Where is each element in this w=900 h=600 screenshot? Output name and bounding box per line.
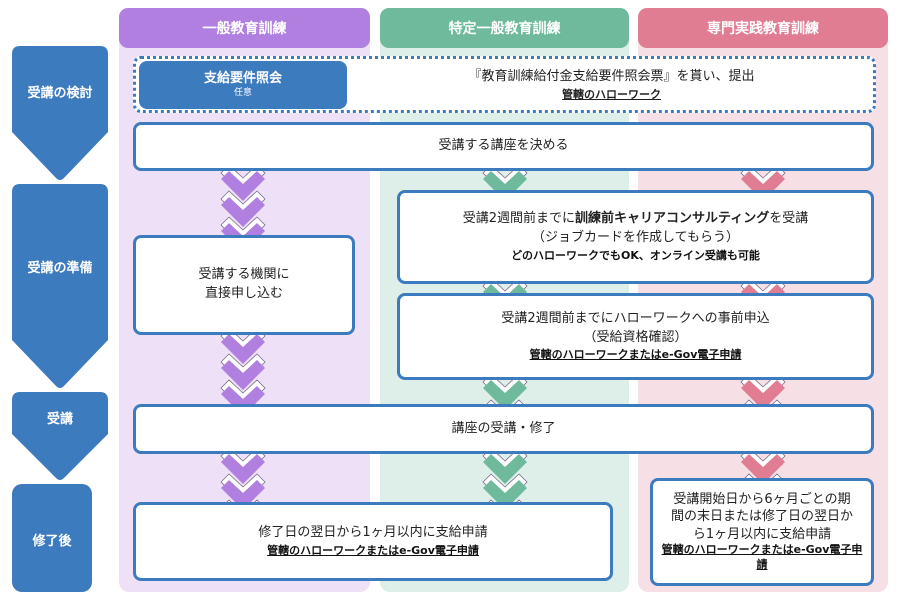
- chevron-fill: [221, 360, 265, 390]
- decide-course-step: 受講する講座を決める: [133, 122, 874, 171]
- professional-claim-step: 受講開始日から6ヶ月ごとの期 間の末日または修了日の翌日か ら1ヶ月以内に支給申…: [650, 478, 874, 586]
- inquiry-form-step: 『教育訓練給付金支給要件照会票』を貰い、提出 管轄のハローワーク: [347, 61, 876, 109]
- down-chevron-icon: [740, 380, 786, 405]
- professional-claim-line1: 受講開始日から6ヶ月ごとの期: [673, 491, 851, 507]
- column-header-specific: 特定一般教育訓練: [380, 8, 629, 48]
- column-header-general: 一般教育訓練: [119, 8, 370, 48]
- career-consulting-step: 受講2週間前までに訓練前キャリアコンサルティングを受講 （ジョブカードを作成して…: [397, 190, 874, 284]
- benefit-claim-step: 修了日の翌日から1ヶ月以内に支給申請 管轄のハローワークまたはe-Gov電子申請: [133, 502, 613, 581]
- chevron-fill: [221, 223, 265, 236]
- chevron-fill: [221, 171, 265, 201]
- stage-after: 修了後: [12, 484, 108, 592]
- career-consulting-note: どのハローワークでもOK、オンライン受講も可能: [511, 248, 760, 262]
- chevron-fill: [221, 197, 265, 227]
- benefit-eligibility-inquiry: 支給要件照会 任意: [139, 61, 347, 109]
- stage-arrow-shape: [12, 184, 108, 388]
- chevron-fill: [483, 380, 527, 405]
- professional-claim-line3: ら1ヶ月以内に支給申請: [692, 526, 832, 542]
- chevron-fill: [221, 454, 265, 484]
- chevron-outline: [482, 473, 528, 503]
- stage-attend: 受講: [12, 392, 108, 482]
- attend-course-step: 講座の受講・修了: [133, 404, 874, 454]
- apply-to-institution-step: 受講する機関に 直接申し込む: [133, 235, 355, 335]
- decide-course-text: 受講する講座を決める: [438, 138, 569, 154]
- column-header-professional: 専門実践教育訓練: [638, 8, 888, 48]
- inquiry-form-text: 『教育訓練給付金支給要件照会票』を貰い、提出: [468, 68, 755, 84]
- chevron-fill: [221, 480, 265, 503]
- pre-application-note: 管轄のハローワークまたはe-Gov電子申請: [529, 348, 742, 362]
- inquiry-form-location: 管轄のハローワーク: [562, 87, 661, 101]
- chevron-fill: [741, 284, 785, 294]
- career-consulting-line1: 受講2週間前までに訓練前キャリアコンサルティングを受講: [463, 210, 809, 229]
- down-chevron-icon: [220, 454, 266, 503]
- inquiry-optional-note: 任意: [233, 88, 252, 99]
- chevron-fill: [741, 380, 785, 405]
- stage-label: 受講の準備: [27, 261, 93, 276]
- attend-course-text: 講座の受講・修了: [451, 420, 556, 436]
- career-consulting-prefix: 受講2週間前までに: [462, 211, 576, 227]
- chevron-fill: [741, 454, 785, 479]
- stage-label: 受講の検討: [27, 86, 93, 101]
- stage-label: 受講: [46, 412, 73, 427]
- apply-institution-line2: 直接申し込む: [204, 286, 283, 301]
- chevron-fill: [221, 386, 265, 405]
- down-chevron-icon: [220, 334, 266, 405]
- stage-prepare: 受講の準備: [12, 184, 108, 390]
- career-consulting-line2: （ジョブカードを作成してもらう）: [532, 230, 739, 246]
- inquiry-title: 支給要件照会: [203, 71, 282, 87]
- benefit-claim-line1: 修了日の翌日から1ヶ月以内に支給申請: [258, 525, 488, 541]
- benefit-claim-note: 管轄のハローワークまたはe-Gov電子申請: [267, 543, 479, 557]
- career-consulting-suffix: を受講: [769, 211, 809, 227]
- chevron-fill: [483, 284, 527, 294]
- professional-claim-note: 管轄のハローワークまたはe-Gov電子申請: [661, 543, 863, 572]
- down-chevron-icon: [740, 454, 786, 479]
- pre-application-line1: 受講2週間前までにハローワークへの事前申込: [501, 310, 770, 326]
- down-chevron-icon: [740, 171, 786, 191]
- stage-arrow-shape: [12, 484, 92, 592]
- chevron-fill: [741, 171, 785, 191]
- down-chevron-icon: [220, 171, 266, 236]
- career-consulting-emphasis: 訓練前キャリアコンサルティング: [575, 211, 770, 227]
- chevron-outline: [220, 473, 266, 503]
- pre-application-line2: （受給資格確認）: [583, 329, 688, 345]
- down-chevron-icon: [740, 284, 786, 294]
- pre-application-step: 受講2週間前までにハローワークへの事前申込 （受給資格確認） 管轄のハローワーク…: [397, 293, 874, 380]
- chevron-fill: [221, 334, 265, 364]
- down-chevron-icon: [482, 380, 528, 405]
- stage-arrow-shape: [12, 46, 108, 180]
- down-chevron-icon: [482, 454, 528, 503]
- stage-consider: 受講の検討: [12, 46, 108, 182]
- down-chevron-icon: [482, 171, 528, 191]
- apply-institution-line1: 受講する機関に: [198, 267, 290, 283]
- chevron-fill: [483, 454, 527, 484]
- stage-arrow-shape: [12, 392, 108, 480]
- professional-claim-line2: 間の末日または修了日の翌日か: [670, 509, 853, 525]
- down-chevron-icon: [482, 284, 528, 294]
- stage-label: 修了後: [32, 534, 72, 549]
- chevron-fill: [483, 480, 527, 503]
- chevron-fill: [483, 171, 527, 191]
